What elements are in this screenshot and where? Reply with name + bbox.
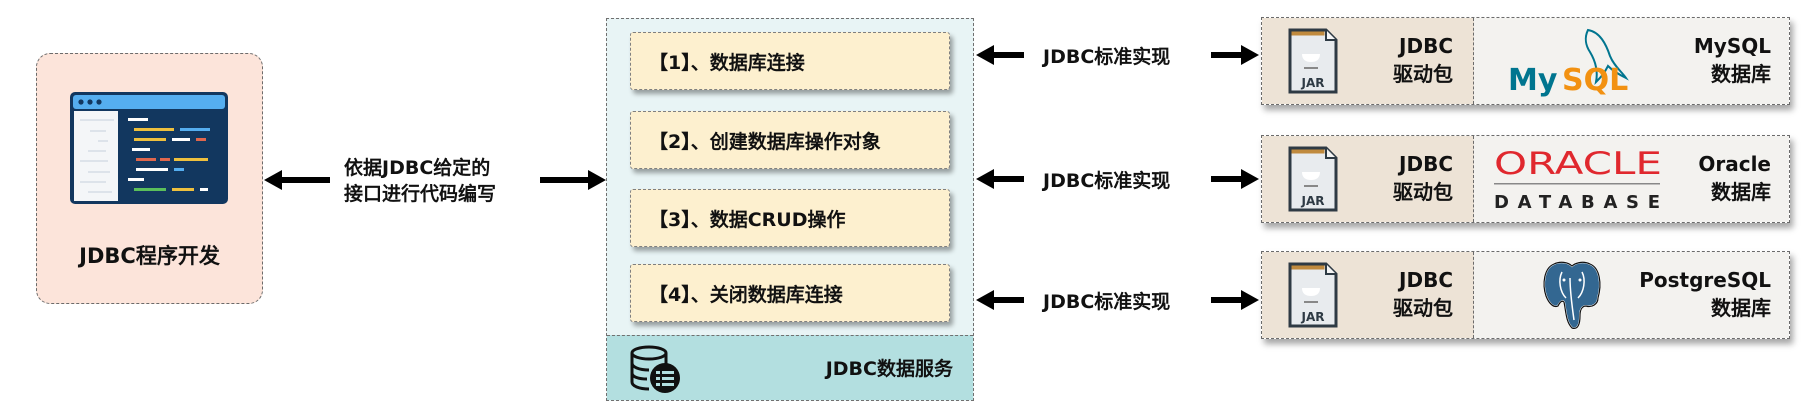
arrow-left-impl-3 xyxy=(976,290,1024,310)
driver-text: JDBC 驱动包 xyxy=(1393,32,1453,88)
database-cell: ORACLE DATABASE Oracle 数据库 xyxy=(1474,136,1789,222)
step-label: 【3】、数据CRUD操作 xyxy=(649,208,846,231)
interface-note: 依据JDBC给定的 接口进行代码编写 xyxy=(344,155,496,207)
jdbc-driver-cell: JAR JDBC 驱动包 xyxy=(1262,18,1474,104)
mysql-logo: My SQL xyxy=(1508,28,1629,98)
step-crud: 【3】、数据CRUD操作 xyxy=(630,189,950,247)
arrow-left-impl-1 xyxy=(976,45,1024,65)
jdbc-driver-cell: JAR JDBC 驱动包 xyxy=(1262,136,1474,222)
interface-note-line2: 接口进行代码编写 xyxy=(344,183,497,205)
database-name: PostgreSQL xyxy=(1639,268,1771,292)
database-text: Oracle 数据库 xyxy=(1698,150,1771,206)
code-editor-window-icon xyxy=(70,92,228,204)
driver-line1: JDBC xyxy=(1399,34,1453,58)
step-label: 【4】、关闭数据库连接 xyxy=(649,283,843,306)
driver-db-row-postgresql: JAR JDBC 驱动包 PostgreSQL 数据库 xyxy=(1261,251,1790,339)
jdbc-program-development-box: JDBC程序开发 xyxy=(36,53,263,304)
jar-file-icon: JAR xyxy=(1288,28,1338,94)
jar-file-icon: JAR xyxy=(1288,262,1338,328)
impl-label-2: JDBC标准实现 xyxy=(1043,170,1171,192)
driver-db-row-oracle: JAR JDBC 驱动包 ORACLE DATABASE Oracle 数据库 xyxy=(1261,135,1790,223)
database-table-icon xyxy=(630,345,680,393)
database-type: 数据库 xyxy=(1711,296,1771,320)
arrow-right-impl-3 xyxy=(1211,290,1259,310)
interface-note-line1: 依据JDBC给定的 xyxy=(344,157,491,179)
driver-line1: JDBC xyxy=(1399,152,1453,176)
driver-line2: 驱动包 xyxy=(1393,62,1453,86)
oracle-logo: ORACLE DATABASE xyxy=(1494,146,1662,213)
database-name: MySQL xyxy=(1693,34,1771,58)
jar-file-icon: JAR xyxy=(1288,146,1338,212)
database-cell: PostgreSQL 数据库 xyxy=(1474,252,1789,338)
database-name: Oracle xyxy=(1698,152,1771,176)
postgresql-elephant-logo xyxy=(1543,261,1601,330)
oracle-database-text: DATABASE xyxy=(1494,192,1660,213)
jar-icon-text: JAR xyxy=(1301,194,1325,208)
step-create-statement: 【2】、创建数据库操作对象 xyxy=(630,111,950,169)
driver-text: JDBC 驱动包 xyxy=(1393,266,1453,322)
arrow-left-impl-2 xyxy=(976,169,1024,189)
driver-text: JDBC 驱动包 xyxy=(1393,150,1453,206)
jdbc-service-band: JDBC数据服务 xyxy=(607,335,973,400)
arrow-left-to-developer xyxy=(264,170,330,190)
driver-line1: JDBC xyxy=(1399,268,1453,292)
mysql-logo-sql: SQL xyxy=(1562,63,1628,98)
jdbc-service-label: JDBC数据服务 xyxy=(825,358,953,380)
database-cell: My SQL MySQL 数据库 xyxy=(1474,18,1789,104)
driver-line2: 驱动包 xyxy=(1393,296,1453,320)
arrow-right-impl-1 xyxy=(1211,45,1259,65)
step-close-connection: 【4】、关闭数据库连接 xyxy=(630,264,950,322)
impl-label-3: JDBC标准实现 xyxy=(1043,291,1171,313)
database-type: 数据库 xyxy=(1711,180,1771,204)
jar-icon-text: JAR xyxy=(1301,76,1325,90)
driver-db-row-mysql: JAR JDBC 驱动包 My SQL MySQL 数据库 xyxy=(1261,17,1790,105)
step-connect: 【1】、数据库连接 xyxy=(630,32,950,90)
developer-title: JDBC程序开发 xyxy=(79,244,220,268)
oracle-logo-text: ORACLE xyxy=(1494,146,1662,182)
arrow-right-impl-2 xyxy=(1211,169,1259,189)
arrow-right-to-jdbc-service xyxy=(540,170,606,190)
jar-icon-text: JAR xyxy=(1301,310,1325,324)
database-type: 数据库 xyxy=(1711,62,1771,86)
mysql-logo-my: My xyxy=(1508,63,1558,98)
jdbc-driver-cell: JAR JDBC 驱动包 xyxy=(1262,252,1474,338)
jdbc-service-container: 【1】、数据库连接 【2】、创建数据库操作对象 【3】、数据CRUD操作 【4】… xyxy=(606,18,974,401)
step-label: 【2】、创建数据库操作对象 xyxy=(649,130,881,153)
step-label: 【1】、数据库连接 xyxy=(649,51,805,74)
impl-label-1: JDBC标准实现 xyxy=(1043,46,1171,68)
database-text: MySQL 数据库 xyxy=(1694,32,1771,88)
database-text: PostgreSQL 数据库 xyxy=(1639,266,1771,322)
driver-line2: 驱动包 xyxy=(1393,180,1453,204)
